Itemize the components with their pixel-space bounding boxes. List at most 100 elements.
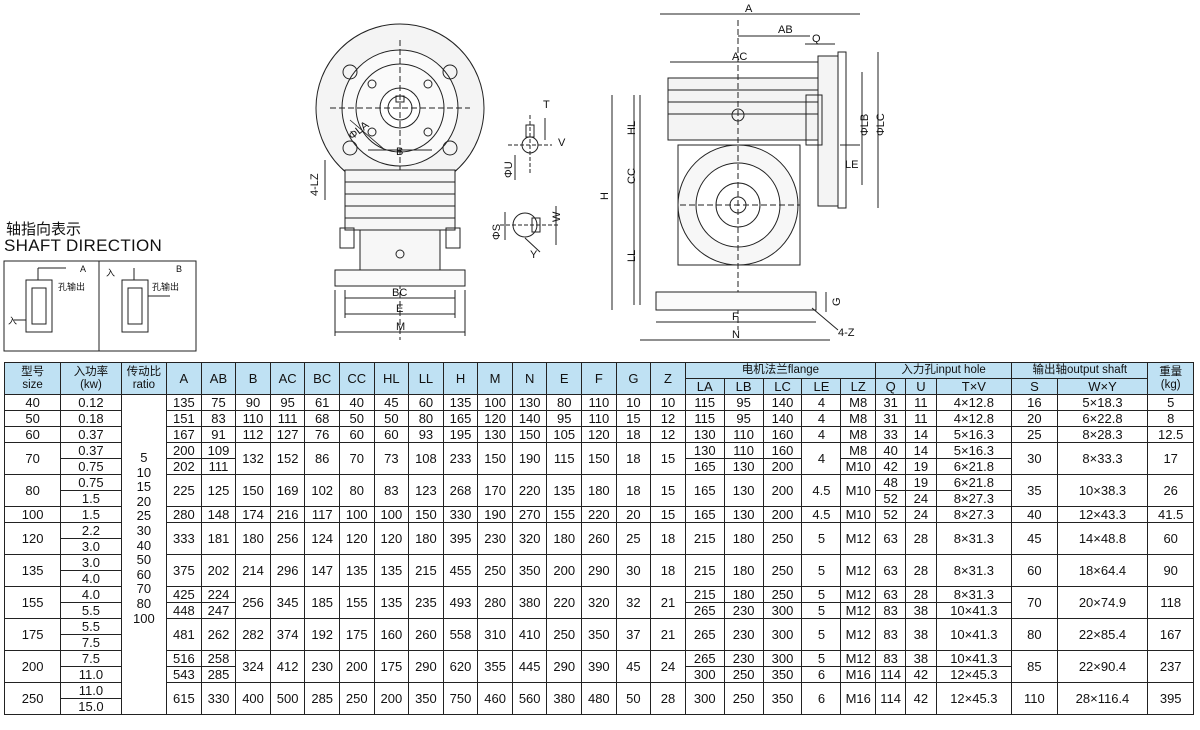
cell-power: 7.5 [60,650,122,667]
cell-dim: 45 [373,394,410,411]
cell-dim: 30 [615,554,652,587]
cell-input: 31 [875,394,907,411]
cell-dim: 135 [442,394,479,411]
cell-input: 11 [905,394,937,411]
cell-input: 14 [905,442,937,459]
cell-input: 8×27.3 [935,490,1013,507]
cell-dim: 374 [269,618,306,651]
cell-flange: 95 [723,394,764,411]
cell-flange: 110 [723,426,764,443]
cell-dim: 395 [442,522,479,555]
cell-dim: 455 [442,554,479,587]
cell-dim: 350 [511,554,548,587]
cell-dim: 102 [304,474,340,507]
cell-output-wy: 18×64.4 [1056,554,1149,587]
cell-dim: 200 [373,682,410,715]
cell-input: 83 [875,618,907,651]
cell-output-wy: 22×90.4 [1056,650,1149,683]
box-a-out: 孔输出 [58,281,85,292]
cell-size: 40 [3,394,62,411]
cell-flange: 350 [762,666,803,683]
cell-dim: 152 [269,442,306,475]
cell-size: 100 [3,506,62,523]
cell-dim: 18 [615,474,652,507]
cell-dim: 12 [650,426,686,443]
cell-output-s: 40 [1011,506,1058,523]
cell-dim: 21 [650,618,686,651]
cell-input: 6×21.8 [935,474,1013,491]
cell-flange: 165 [684,458,725,475]
cell-flange: 4 [801,442,842,475]
cell-dim: 175 [338,618,375,651]
cell-dim: 175 [373,650,410,683]
cell-input: 83 [875,650,907,667]
cell-weight: 41.5 [1147,506,1194,523]
cell-output-wy: 12×43.3 [1056,506,1149,523]
cell-dim: 75 [200,394,237,411]
cell-input: 42 [875,458,907,475]
cell-flange: 6 [801,666,842,683]
cell-dim: 147 [304,554,340,587]
cell-dim: 117 [304,506,340,523]
cell-dim: 20 [615,506,652,523]
cell-dim: 448 [166,602,202,619]
label-f: F [732,311,739,323]
cell-dim: 330 [200,682,237,715]
cell-flange: 300 [684,666,725,683]
cell-flange: 265 [684,602,725,619]
box-b-in: 入 [106,268,115,278]
label-b: B [396,146,403,158]
cell-weight: 60 [1147,522,1194,555]
cell-flange: 130 [684,426,725,443]
cell-flange: 4 [801,426,842,443]
cell-size: 80 [3,474,62,507]
cell-input: 63 [875,522,907,555]
cell-input: 42 [905,682,937,715]
cell-dim: 220 [581,506,617,523]
label-n: N [732,329,740,341]
cell-flange: 115 [684,410,725,427]
label-v: V [558,137,566,149]
cell-dim: 10 [650,394,686,411]
cell-dim: 225 [166,474,202,507]
cell-dim: 45 [615,650,652,683]
cell-dim: 216 [269,506,306,523]
cell-size: 175 [3,618,62,651]
cell-output-wy: 20×74.9 [1056,586,1149,619]
cell-input: 24 [905,506,937,523]
header-weight: 重量(kg) [1147,362,1194,395]
cell-dim: 380 [546,682,583,715]
cell-size: 200 [3,650,62,683]
cell-power: 5.5 [60,618,122,635]
cell-dim: 90 [235,394,271,411]
cell-dim: 148 [200,506,237,523]
cell-dim: 290 [581,554,617,587]
label-t: T [543,99,550,111]
table-row: 7.5 [5,634,1194,651]
cell-dim: 60 [408,394,444,411]
cell-dim: 160 [373,618,410,651]
cell-weight: 5 [1147,394,1194,411]
header-flange-group: 电机法兰flange [684,362,877,379]
cell-dim: 558 [442,618,479,651]
cell-flange: 200 [762,458,803,475]
cell-flange: 265 [684,650,725,667]
front-view-drawing [315,23,485,340]
cell-dim: 296 [269,554,306,587]
ratio-value: 70 [136,581,152,597]
header-col: LZ [840,378,877,395]
cell-dim: 355 [477,650,513,683]
header-col: S [1011,378,1058,395]
cell-power: 0.37 [60,442,122,459]
cell-dim: 250 [477,554,513,587]
cell-dim: 280 [477,586,513,619]
cell-dim: 124 [304,522,340,555]
cell-flange: 5 [801,650,842,667]
cell-input: 38 [905,650,937,667]
cell-dim: 280 [166,506,202,523]
cell-output-s: 16 [1011,394,1058,411]
cell-dim: 93 [408,426,444,443]
cell-input: 24 [905,490,937,507]
cell-dim: 230 [477,522,513,555]
